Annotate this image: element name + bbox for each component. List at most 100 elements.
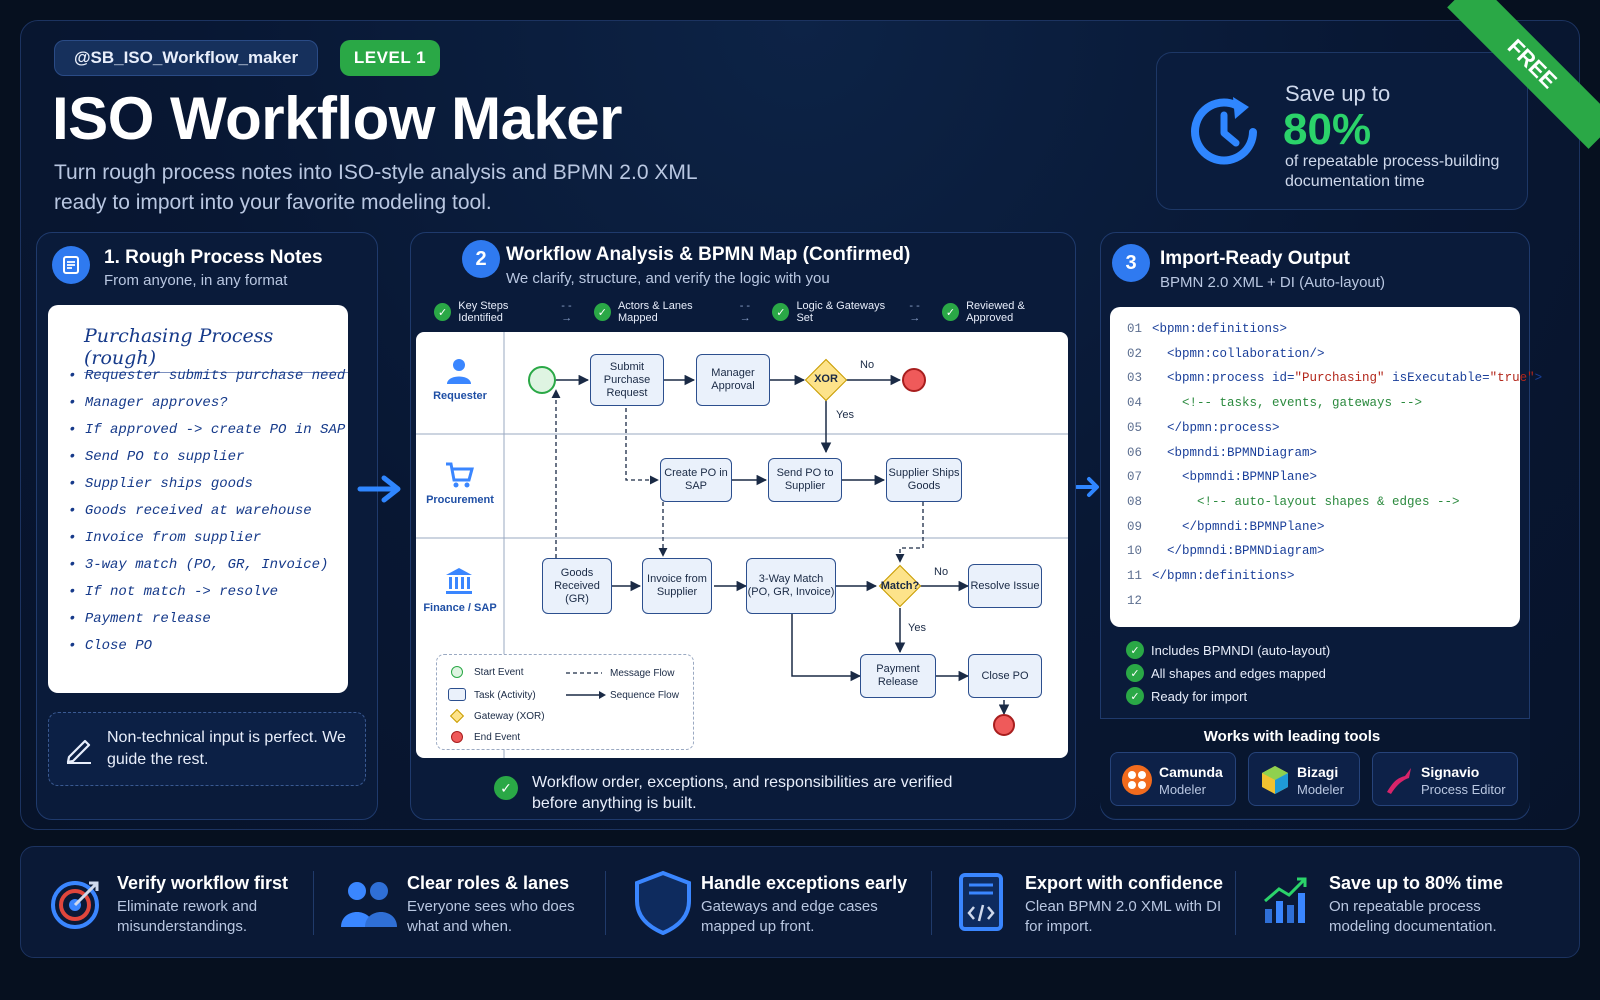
panel2-title: Workflow Analysis & BPMN Map (Confirmed): [506, 244, 911, 265]
check-icon: ✓: [772, 303, 790, 321]
flow-label-no: No: [860, 359, 875, 371]
task-invoice[interactable]: Invoice from Supplier: [642, 558, 712, 614]
panel1-title: 1. Rough Process Notes: [104, 247, 323, 268]
code-file-icon: [959, 873, 1003, 931]
tool-name: Camunda: [1159, 764, 1223, 780]
flow-label-no: No: [934, 566, 949, 578]
code-line: 07 <bpmndi:BPMNPlane>: [1126, 470, 1318, 485]
code-line: 04 <!-- tasks, events, gateways -->: [1126, 396, 1423, 411]
benefit-item: Clear roles & lanes Everyone sees who do…: [339, 847, 609, 959]
list-item: • Payment release: [68, 611, 211, 627]
task-manager-approval[interactable]: Manager Approval: [696, 354, 770, 406]
benefit-desc: Clean BPMN 2.0 XML with DI for import.: [1025, 898, 1222, 935]
pencil-icon: [66, 739, 91, 764]
tool-camunda[interactable]: Camunda Modeler: [1110, 752, 1236, 806]
user-icon: [447, 359, 471, 384]
check-icon: ✓: [593, 303, 611, 321]
handle-badge[interactable]: @SB_ISO_Workflow_maker: [54, 40, 318, 76]
task-send-po[interactable]: Send PO to Supplier: [768, 458, 842, 502]
guide-text: Non-technical input is perfect. We guide…: [107, 729, 346, 768]
rough-notes-card: Purchasing Process (rough) • Requester s…: [48, 305, 348, 693]
panel3-subtitle: BPMN 2.0 XML + DI (Auto-layout): [1160, 274, 1385, 291]
legend-gateway: Gateway (XOR): [474, 711, 545, 722]
step-label: Reviewed & Approved: [966, 300, 1025, 324]
lane-finance: Finance / SAP: [423, 602, 497, 614]
task-create-po[interactable]: Create PO in SAP: [660, 458, 732, 502]
panel1-subtitle: From anyone, in any format: [104, 272, 288, 289]
xml-code-block[interactable]: 01<bpmn:definitions> 02 <bpmn:collaborat…: [1110, 307, 1543, 627]
flow-label-yes: Yes: [908, 622, 926, 634]
benefit-title: Export with confidence: [1025, 873, 1224, 893]
code-line: 12: [1126, 593, 1142, 608]
check-icon: ✓: [941, 303, 960, 321]
step-label: Actors & Lanes Mapped: [617, 300, 693, 324]
gateway-xor-label: XOR: [814, 373, 838, 385]
check-icon: ✓: [494, 776, 518, 800]
lane-procurement: Procurement: [426, 494, 494, 506]
legend-message: Message Flow: [610, 668, 675, 679]
benefit-desc: Everyone sees who does what and when.: [407, 898, 575, 935]
tool-subtitle: Modeler: [1159, 782, 1206, 797]
notes-icon: [52, 246, 90, 284]
benefit-desc: On repeatable process modeling documenta…: [1329, 898, 1497, 935]
savings-percent: 80%: [1283, 105, 1372, 154]
benefit-item: Verify workflow first Eliminate rework a…: [49, 847, 319, 959]
check-icon: ✓: [1126, 664, 1144, 682]
legend-start-swatch: [451, 666, 463, 678]
check-icon: ✓: [1126, 641, 1144, 659]
page-subtitle: Turn rough process notes into ISO-style …: [54, 161, 697, 214]
divider: [313, 871, 314, 935]
task-three-way-match[interactable]: 3-Way Match (PO, GR, Invoice): [746, 558, 836, 614]
code-line: 09 </bpmndi:BPMNPlane>: [1126, 519, 1325, 534]
feature-item: ✓Includes BPMNDI (auto-layout): [1126, 641, 1330, 659]
benefit-item: Save up to 80% time On repeatable proces…: [1261, 847, 1561, 959]
code-line: 05 </bpmn:process>: [1126, 420, 1280, 435]
benefit-item: Export with confidence Clean BPMN 2.0 XM…: [957, 847, 1237, 959]
bpmn-connectors: [416, 332, 1068, 758]
progress-steps: ✓Key Steps Identified- - → ✓Actors & Lan…: [434, 300, 1070, 324]
gateway-match-label: Match?: [880, 580, 920, 592]
task-resolve-issue[interactable]: Resolve Issue: [968, 564, 1042, 608]
target-icon: [51, 881, 99, 929]
legend-lines: [566, 672, 606, 699]
code-line: 11</bpmn:definitions>: [1126, 569, 1295, 583]
step-number: 2: [462, 240, 500, 278]
legend-end-swatch: [451, 731, 463, 743]
benefit-title: Handle exceptions early: [701, 873, 908, 893]
diagram-legend: [436, 654, 694, 750]
tool-subtitle: Process Editor: [1421, 782, 1506, 797]
legend-task-swatch: [448, 688, 466, 701]
task-supplier-ships[interactable]: Supplier Ships Goods: [886, 458, 962, 502]
benefit-desc: Gateways and edge cases mapped up front.: [701, 898, 878, 935]
panel3-title: Import-Ready Output: [1160, 248, 1350, 269]
arrow-right-icon: [357, 475, 401, 503]
list-item: • 3-way match (PO, GR, Invoice): [68, 557, 329, 573]
list-item: • Requester submits purchase need: [68, 368, 346, 384]
notes-list: • Requester submits purchase need • Mana…: [68, 363, 345, 660]
notes-title: Purchasing Process (rough): [84, 325, 348, 373]
end-event: [902, 368, 926, 392]
list-item: • Close PO: [68, 638, 153, 654]
divider: [931, 871, 932, 935]
task-close-po[interactable]: Close PO: [968, 654, 1042, 698]
list-item: • Send PO to supplier: [68, 449, 245, 465]
benefit-title: Save up to 80% time: [1329, 873, 1504, 893]
code-line: 01<bpmn:definitions>: [1126, 322, 1288, 336]
tool-signavio[interactable]: Signavio Process Editor: [1372, 752, 1518, 806]
arrow-right-icon: [1075, 477, 1099, 497]
task-submit-request[interactable]: Submit Purchase Request: [590, 354, 664, 406]
step-label: Key Steps Identified: [458, 300, 509, 324]
divider: [1235, 871, 1236, 935]
code-line: 02 <bpmn:collaboration/>: [1126, 346, 1325, 361]
tool-bizagi[interactable]: Bizagi Modeler: [1248, 752, 1360, 806]
code-line: 03 <bpmn:process id="Purchasing" isExecu…: [1126, 371, 1543, 386]
task-goods-received[interactable]: Goods Received (GR): [542, 558, 612, 614]
panel2-subtitle: We clarify, structure, and verify the lo…: [506, 270, 830, 287]
tool-name: Bizagi: [1297, 764, 1339, 780]
step-number: 3: [1112, 244, 1150, 282]
verify-note: Workflow order, exceptions, and responsi…: [532, 774, 953, 812]
clock-icon: [1191, 97, 1257, 165]
benefit-title: Verify workflow first: [117, 873, 289, 893]
task-payment-release[interactable]: Payment Release: [860, 654, 936, 698]
list-item: • Manager approves?: [68, 395, 228, 411]
